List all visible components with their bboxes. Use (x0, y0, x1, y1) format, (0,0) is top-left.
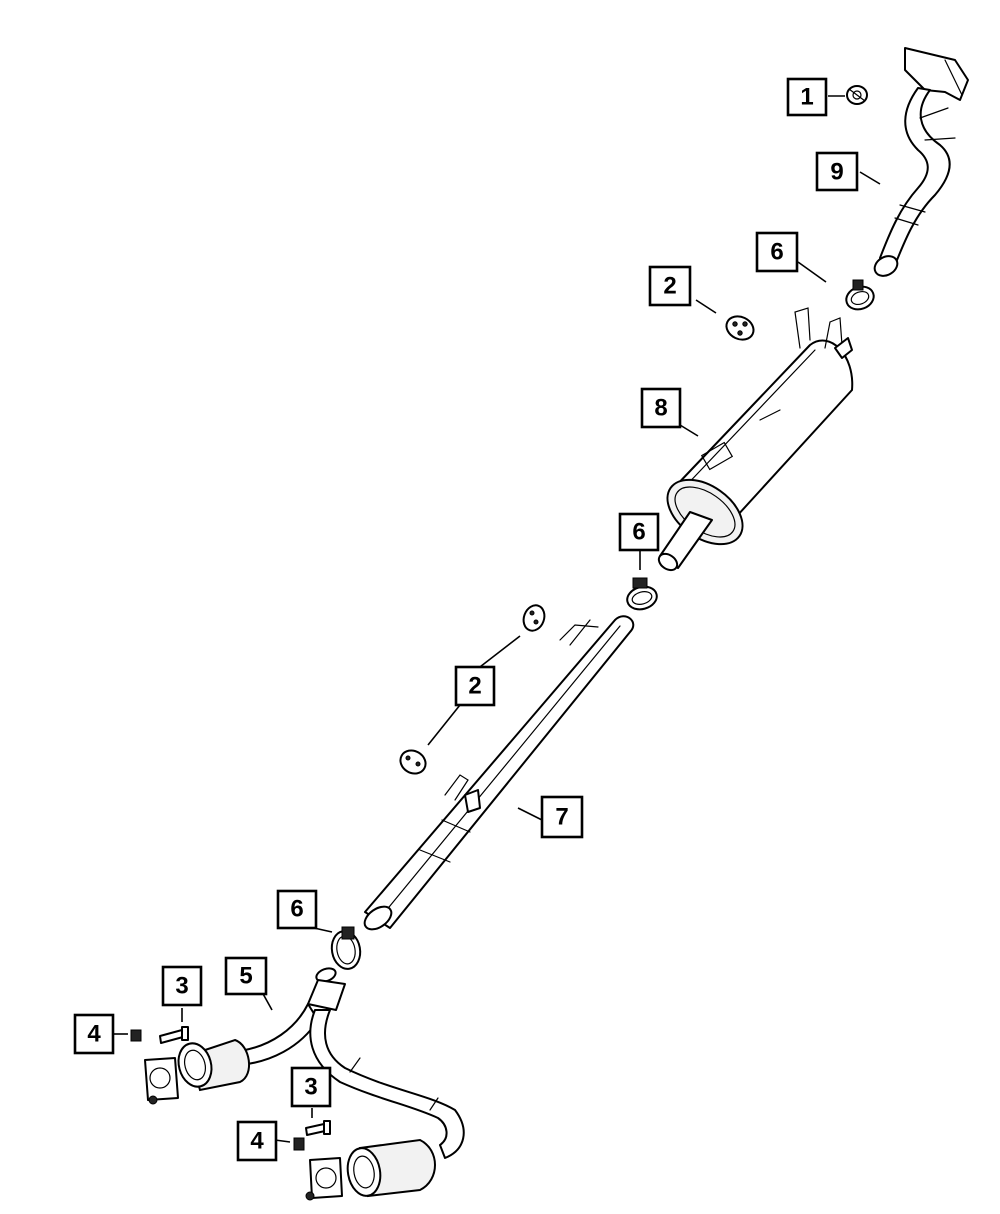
leader-lines (112, 95, 881, 1143)
callout-5: 5 (224, 956, 268, 996)
callout-6-middle: 6 (618, 512, 660, 552)
clamp-upper (845, 279, 875, 311)
isolator-top (846, 85, 868, 105)
y-pipe-converters (144, 967, 465, 1201)
callout-label: 4 (87, 1021, 101, 1048)
callout-label: 7 (555, 804, 568, 831)
clamp-middle (626, 577, 658, 611)
callout-label: 5 (239, 963, 252, 990)
callout-label: 3 (304, 1074, 317, 1101)
callout-6-lower: 6 (276, 889, 318, 930)
nut-upper (130, 1029, 142, 1042)
callout-2-upper: 2 (648, 265, 692, 307)
callout-label: 8 (654, 395, 667, 422)
tail-pipe (873, 47, 969, 277)
clamp-lower (330, 926, 362, 970)
isolator-middle-b (399, 749, 427, 775)
bolt-upper (159, 1026, 189, 1044)
callout-label: 9 (830, 159, 843, 186)
intermediate-pipe (363, 615, 635, 931)
callout-label: 3 (175, 973, 188, 1000)
callout-3-upper: 3 (161, 965, 203, 1007)
callout-4-upper: 4 (73, 1013, 115, 1055)
callout-1: 1 (786, 77, 828, 117)
callout-2-lower: 2 (454, 665, 496, 707)
callout-label: 4 (250, 1128, 264, 1155)
callout-8: 8 (640, 387, 682, 429)
bolt-lower (305, 1120, 331, 1136)
callout-label: 1 (800, 84, 813, 111)
isolator-upper (725, 315, 755, 341)
callout-4-lower: 4 (236, 1120, 278, 1162)
callout-6-upper: 6 (755, 231, 799, 273)
callout-label: 2 (468, 673, 481, 700)
callout-label: 6 (290, 896, 303, 923)
callout-9: 9 (815, 151, 859, 192)
callout-label: 2 (663, 273, 676, 300)
callout-label: 6 (770, 239, 783, 266)
callout-7: 7 (540, 795, 584, 839)
nut-lower (293, 1137, 305, 1151)
callout-label: 6 (632, 519, 645, 546)
isolator-middle-a (522, 604, 546, 632)
muffler (657, 307, 854, 572)
callout-3-lower: 3 (290, 1066, 332, 1108)
